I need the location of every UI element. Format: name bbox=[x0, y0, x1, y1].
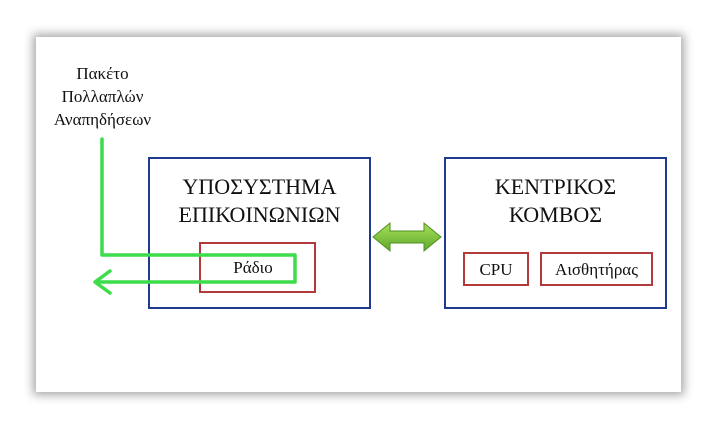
double-arrow-icon bbox=[372, 221, 442, 253]
central-node-title-line2: ΚΟΜΒΟΣ bbox=[508, 202, 603, 227]
packet-label-line1: Πακέτο bbox=[76, 64, 129, 83]
packet-path-line bbox=[94, 137, 297, 284]
sensor-label: Αισθητήρας bbox=[555, 260, 638, 279]
comms-subsystem-title-line2: ΕΠΙΚΟΙΝΩΝΙΩΝ bbox=[178, 202, 341, 227]
comms-subsystem-title-line1: ΥΠΟΣΥΣΤΗΜΑ bbox=[182, 174, 337, 199]
cpu-component-box bbox=[463, 252, 529, 286]
packet-label: Πακέτο Πολλαπλών Αναπηδήσεων bbox=[40, 62, 165, 131]
radio-label: Ράδιο bbox=[233, 258, 273, 277]
sensor-component-box bbox=[540, 252, 653, 286]
cpu-label: CPU bbox=[479, 260, 513, 279]
central-node-title-line1: ΚΕΝΤΡΙΚΟΣ bbox=[494, 174, 617, 199]
packet-label-line2: Πολλαπλών bbox=[61, 87, 144, 106]
packet-path-arrowhead bbox=[93, 269, 112, 295]
packet-label-line3: Αναπηδήσεων bbox=[53, 110, 152, 129]
